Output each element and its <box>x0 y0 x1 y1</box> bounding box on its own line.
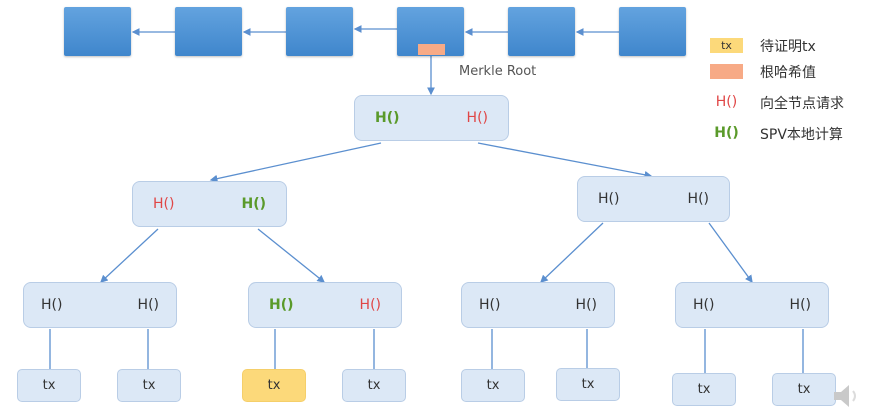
merkle-root-label: Merkle Root <box>459 64 537 79</box>
hash-right: H() <box>789 297 811 313</box>
hash-left: H() <box>269 297 294 313</box>
legend-label: 根哈希值 <box>760 65 816 81</box>
tx-leaf: tx <box>772 373 836 406</box>
root-hash-swatch <box>710 64 743 79</box>
tx-leaf: tx <box>672 373 736 406</box>
legend-item-request: H() 向全节点请求 <box>710 93 870 113</box>
block <box>286 7 353 56</box>
tx-leaf: tx <box>342 369 406 402</box>
legend-item-local: H() SPV本地计算 <box>710 124 870 144</box>
legend-label: 待证明tx <box>760 39 816 55</box>
root-hash-marker <box>418 44 445 55</box>
block <box>64 7 131 56</box>
block <box>619 7 686 56</box>
block <box>508 7 575 56</box>
merkle-root-node: H() H() <box>354 95 509 141</box>
legend-label: 向全节点请求 <box>760 96 844 112</box>
hash-left: H() <box>153 196 175 212</box>
tree-node: H() H() <box>577 176 730 222</box>
hash-right: H() <box>359 297 381 313</box>
tx-leaf: tx <box>17 369 81 402</box>
tree-edge <box>708 222 753 284</box>
tx-leaf: tx <box>117 369 181 402</box>
target-tx-swatch: tx <box>710 38 743 53</box>
hash-left: H() <box>375 110 400 126</box>
local-hash-swatch: H() <box>714 125 739 141</box>
hash-left: H() <box>479 297 501 313</box>
tree-node: H() H() <box>23 282 177 328</box>
tree-edge <box>209 142 382 183</box>
tree-edge <box>540 222 604 283</box>
legend-item-root-hash: 根哈希值 <box>710 62 870 82</box>
tx-leaf-target: tx <box>242 369 306 402</box>
legend-label: SPV本地计算 <box>760 127 843 143</box>
hash-right: H() <box>466 110 488 126</box>
hash-right: H() <box>575 297 597 313</box>
tree-edge <box>100 228 159 283</box>
hash-left: H() <box>41 297 63 313</box>
tree-node: H() H() <box>461 282 615 328</box>
tree-edge <box>257 228 326 283</box>
hash-left: H() <box>598 191 620 207</box>
tree-node: H() H() <box>675 282 829 328</box>
speaker-icon[interactable] <box>832 382 862 410</box>
block <box>175 7 242 56</box>
hash-left: H() <box>693 297 715 313</box>
tx-leaf: tx <box>556 368 620 401</box>
legend-item-target-tx: tx 待证明tx <box>710 36 870 56</box>
hash-right: H() <box>687 191 709 207</box>
hash-right: H() <box>241 196 266 212</box>
tree-edge <box>477 142 653 179</box>
tree-node: H() H() <box>248 282 402 328</box>
tx-leaf: tx <box>461 369 525 402</box>
hash-right: H() <box>137 297 159 313</box>
tree-node: H() H() <box>132 181 287 227</box>
request-hash-swatch: H() <box>715 94 738 110</box>
